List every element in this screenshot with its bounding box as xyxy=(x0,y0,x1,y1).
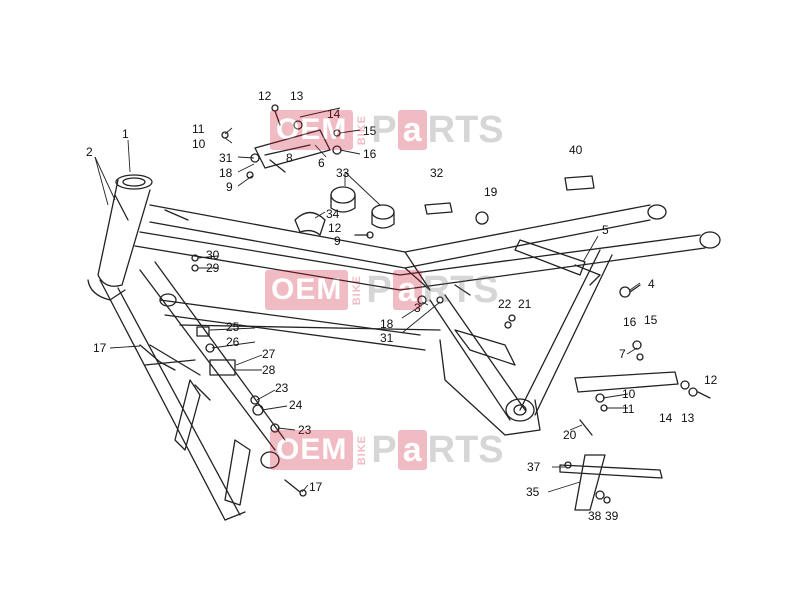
lower-cross-tubes xyxy=(159,293,441,351)
label-10: 10 xyxy=(192,137,206,151)
label-26: 26 xyxy=(226,335,240,349)
label-21: 21 xyxy=(518,297,532,311)
label-18: 18 xyxy=(219,166,233,180)
label-18-b: 18 xyxy=(380,317,394,331)
label-27: 27 xyxy=(262,347,276,361)
label-16: 16 xyxy=(363,147,377,161)
label-31: 31 xyxy=(219,151,233,165)
label-40: 40 xyxy=(569,143,583,157)
label-12: 12 xyxy=(258,89,272,103)
label-16-b: 16 xyxy=(623,315,637,329)
rear-footrest-plate xyxy=(559,371,679,511)
label-35: 35 xyxy=(526,485,540,499)
steering-head-tube xyxy=(87,174,153,301)
bracket-plate xyxy=(254,129,331,169)
label-13: 13 xyxy=(290,89,304,103)
label-5: 5 xyxy=(602,223,609,237)
down-tubes xyxy=(99,261,286,521)
label-24: 24 xyxy=(289,398,303,412)
watermark-middle: OEM BIKE P a RTS xyxy=(265,268,499,312)
label-20: 20 xyxy=(563,428,577,442)
label-9: 9 xyxy=(226,180,233,194)
label-14-b: 14 xyxy=(659,411,673,425)
label-11: 11 xyxy=(192,122,205,136)
side-brackets xyxy=(144,344,251,506)
watermark-bottom: OEM BIKE P a RTS xyxy=(270,428,504,472)
label-34: 34 xyxy=(326,207,340,221)
label-15-b: 15 xyxy=(644,313,658,327)
label-25: 25 xyxy=(226,320,240,334)
label-7: 7 xyxy=(619,347,626,361)
label-15: 15 xyxy=(363,124,377,138)
label-11-b: 11 xyxy=(622,402,635,416)
label-4: 4 xyxy=(648,277,655,291)
label-31-b: 31 xyxy=(380,331,394,345)
label-1: 1 xyxy=(122,127,129,141)
leader-lines xyxy=(94,107,641,493)
label-17: 17 xyxy=(93,341,107,355)
label-13-b: 13 xyxy=(681,411,695,425)
label-37: 37 xyxy=(527,460,541,474)
label-9-b: 9 xyxy=(334,234,341,248)
label-28: 28 xyxy=(262,363,276,377)
label-38: 38 xyxy=(588,509,602,523)
bushing-parts xyxy=(294,186,395,236)
label-22: 22 xyxy=(498,297,512,311)
rubber-pads xyxy=(424,175,595,215)
label-30: 30 xyxy=(206,248,220,262)
label-12-c: 12 xyxy=(704,373,718,387)
label-6: 6 xyxy=(318,156,325,170)
label-33: 33 xyxy=(336,166,350,180)
label-32: 32 xyxy=(430,166,444,180)
label-39: 39 xyxy=(605,509,619,523)
label-12-b: 12 xyxy=(328,221,342,235)
watermark-top: OEM BIKE P a RTS xyxy=(270,108,504,152)
label-23-b: 23 xyxy=(298,423,312,437)
label-3: 3 xyxy=(414,301,421,315)
label-17-b: 17 xyxy=(309,480,323,494)
top-backbone-tubes xyxy=(134,204,721,291)
label-23: 23 xyxy=(275,381,289,395)
label-10-b: 10 xyxy=(622,387,636,401)
label-2: 2 xyxy=(86,145,93,159)
rear-frame-section xyxy=(429,239,613,436)
label-19: 19 xyxy=(484,185,498,199)
label-14: 14 xyxy=(327,107,341,121)
part-number-labels: 1 2 12 13 14 15 16 6 11 10 31 18 9 8 40 … xyxy=(86,89,718,523)
label-29: 29 xyxy=(206,261,220,275)
label-8: 8 xyxy=(286,151,293,165)
